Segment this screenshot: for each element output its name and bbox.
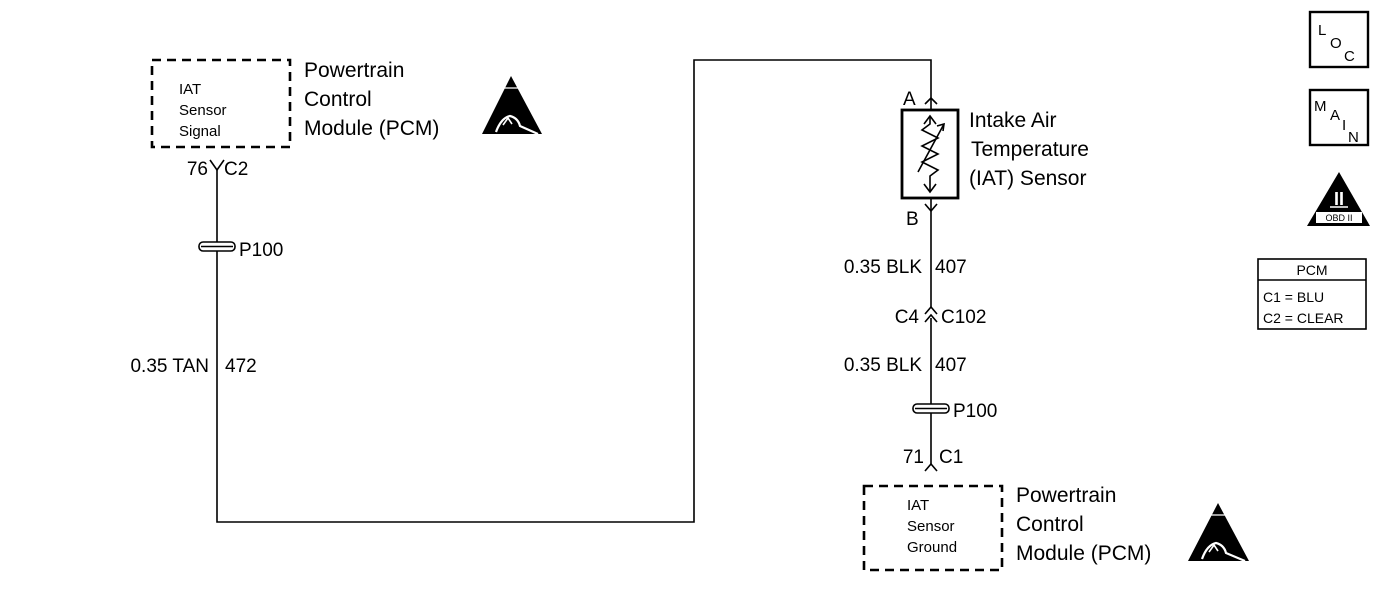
- inline-connector-right-label: C102: [941, 307, 986, 328]
- pcm-bottom-label-line-2: Control: [1016, 513, 1084, 536]
- pcm-bottom-label-line-1: Powertrain: [1016, 484, 1116, 507]
- inline-connector-c102: [924, 305, 938, 323]
- splice-p100-left-label: P100: [239, 240, 283, 261]
- pcm-ground-box-line-2: Sensor: [907, 518, 955, 535]
- wire-ground-upper-gauge-color: 0.35 BLK: [844, 257, 922, 278]
- pcm-top-pin: 76: [187, 159, 208, 180]
- sensor-label-line-2: Temperature: [971, 138, 1089, 161]
- wire-signal-472: [216, 59, 932, 523]
- pcm-signal-box: [150, 58, 292, 149]
- sensor-terminal-b: B: [906, 209, 919, 230]
- splice-p100-right-label: P100: [953, 401, 997, 422]
- pcm-bottom-connector: C1: [939, 447, 963, 468]
- pcm-legend-title: PCM: [1296, 262, 1327, 278]
- sensor-label-line-3: (IAT) Sensor: [969, 167, 1086, 190]
- main-icon-letter-3: I: [1342, 117, 1346, 134]
- pcm-ground-box-line-3: Ground: [907, 539, 957, 556]
- obd-ii-icon[interactable]: II OBD II: [1307, 172, 1370, 226]
- sensor-terminal-a: A: [903, 89, 916, 110]
- pcm-top-connector: C2: [224, 159, 248, 180]
- wire-ground-upper-circuit: 407: [935, 257, 967, 278]
- pcm-signal-box-line-2: Sensor: [179, 102, 227, 119]
- pcm-top-label-line-1: Powertrain: [304, 59, 404, 82]
- obd-ii-numeral: II: [1334, 189, 1344, 209]
- pcm-legend-row-1: C1 = BLU: [1263, 289, 1324, 305]
- sensor-label-line-1: Intake Air: [969, 109, 1057, 132]
- obd-ii-text: OBD II: [1325, 213, 1352, 223]
- loc-icon[interactable]: L O C: [1308, 10, 1370, 69]
- pcm-connector-legend: PCM C1 = BLU C2 = CLEAR: [1257, 258, 1367, 330]
- esd-warning-icon: [482, 76, 542, 136]
- pcm-legend-row-2: C2 = CLEAR: [1263, 310, 1344, 326]
- pcm-top-label-line-2: Control: [304, 88, 372, 111]
- main-icon-letter-2: A: [1330, 107, 1340, 124]
- main-icon-letter-4: N: [1348, 129, 1359, 146]
- splice-p100-left: [198, 241, 236, 252]
- pcm-top-terminal: [209, 159, 225, 172]
- pcm-signal-box-line-1: IAT: [179, 81, 201, 98]
- pcm-ground-box: [862, 484, 1004, 572]
- wire-ground-lower-circuit: 407: [935, 355, 967, 376]
- pcm-bottom-label-line-3: Module (PCM): [1016, 542, 1151, 565]
- pcm-ground-box-line-1: IAT: [907, 497, 929, 514]
- pcm-top-label-line-3: Module (PCM): [304, 117, 439, 140]
- splice-p100-right: [912, 403, 950, 414]
- wire-signal-circuit: 472: [225, 356, 257, 377]
- wire-ground-lower-gauge-color: 0.35 BLK: [844, 355, 922, 376]
- loc-icon-letter-3: C: [1344, 48, 1355, 65]
- wire-signal-gauge-color: 0.35 TAN: [130, 356, 209, 377]
- loc-icon-letter-1: L: [1318, 22, 1326, 39]
- main-icon-letter-1: M: [1314, 98, 1327, 115]
- pcm-bottom-terminal: [924, 462, 938, 472]
- main-icon[interactable]: M A I N: [1308, 88, 1370, 147]
- loc-icon-letter-2: O: [1330, 35, 1342, 52]
- pcm-signal-box-line-3: Signal: [179, 123, 221, 140]
- inline-connector-left-label: C4: [895, 307, 920, 328]
- esd-warning-icon: [1188, 503, 1249, 563]
- thermistor-symbol: [917, 114, 945, 194]
- pcm-bottom-pin: 71: [903, 447, 924, 468]
